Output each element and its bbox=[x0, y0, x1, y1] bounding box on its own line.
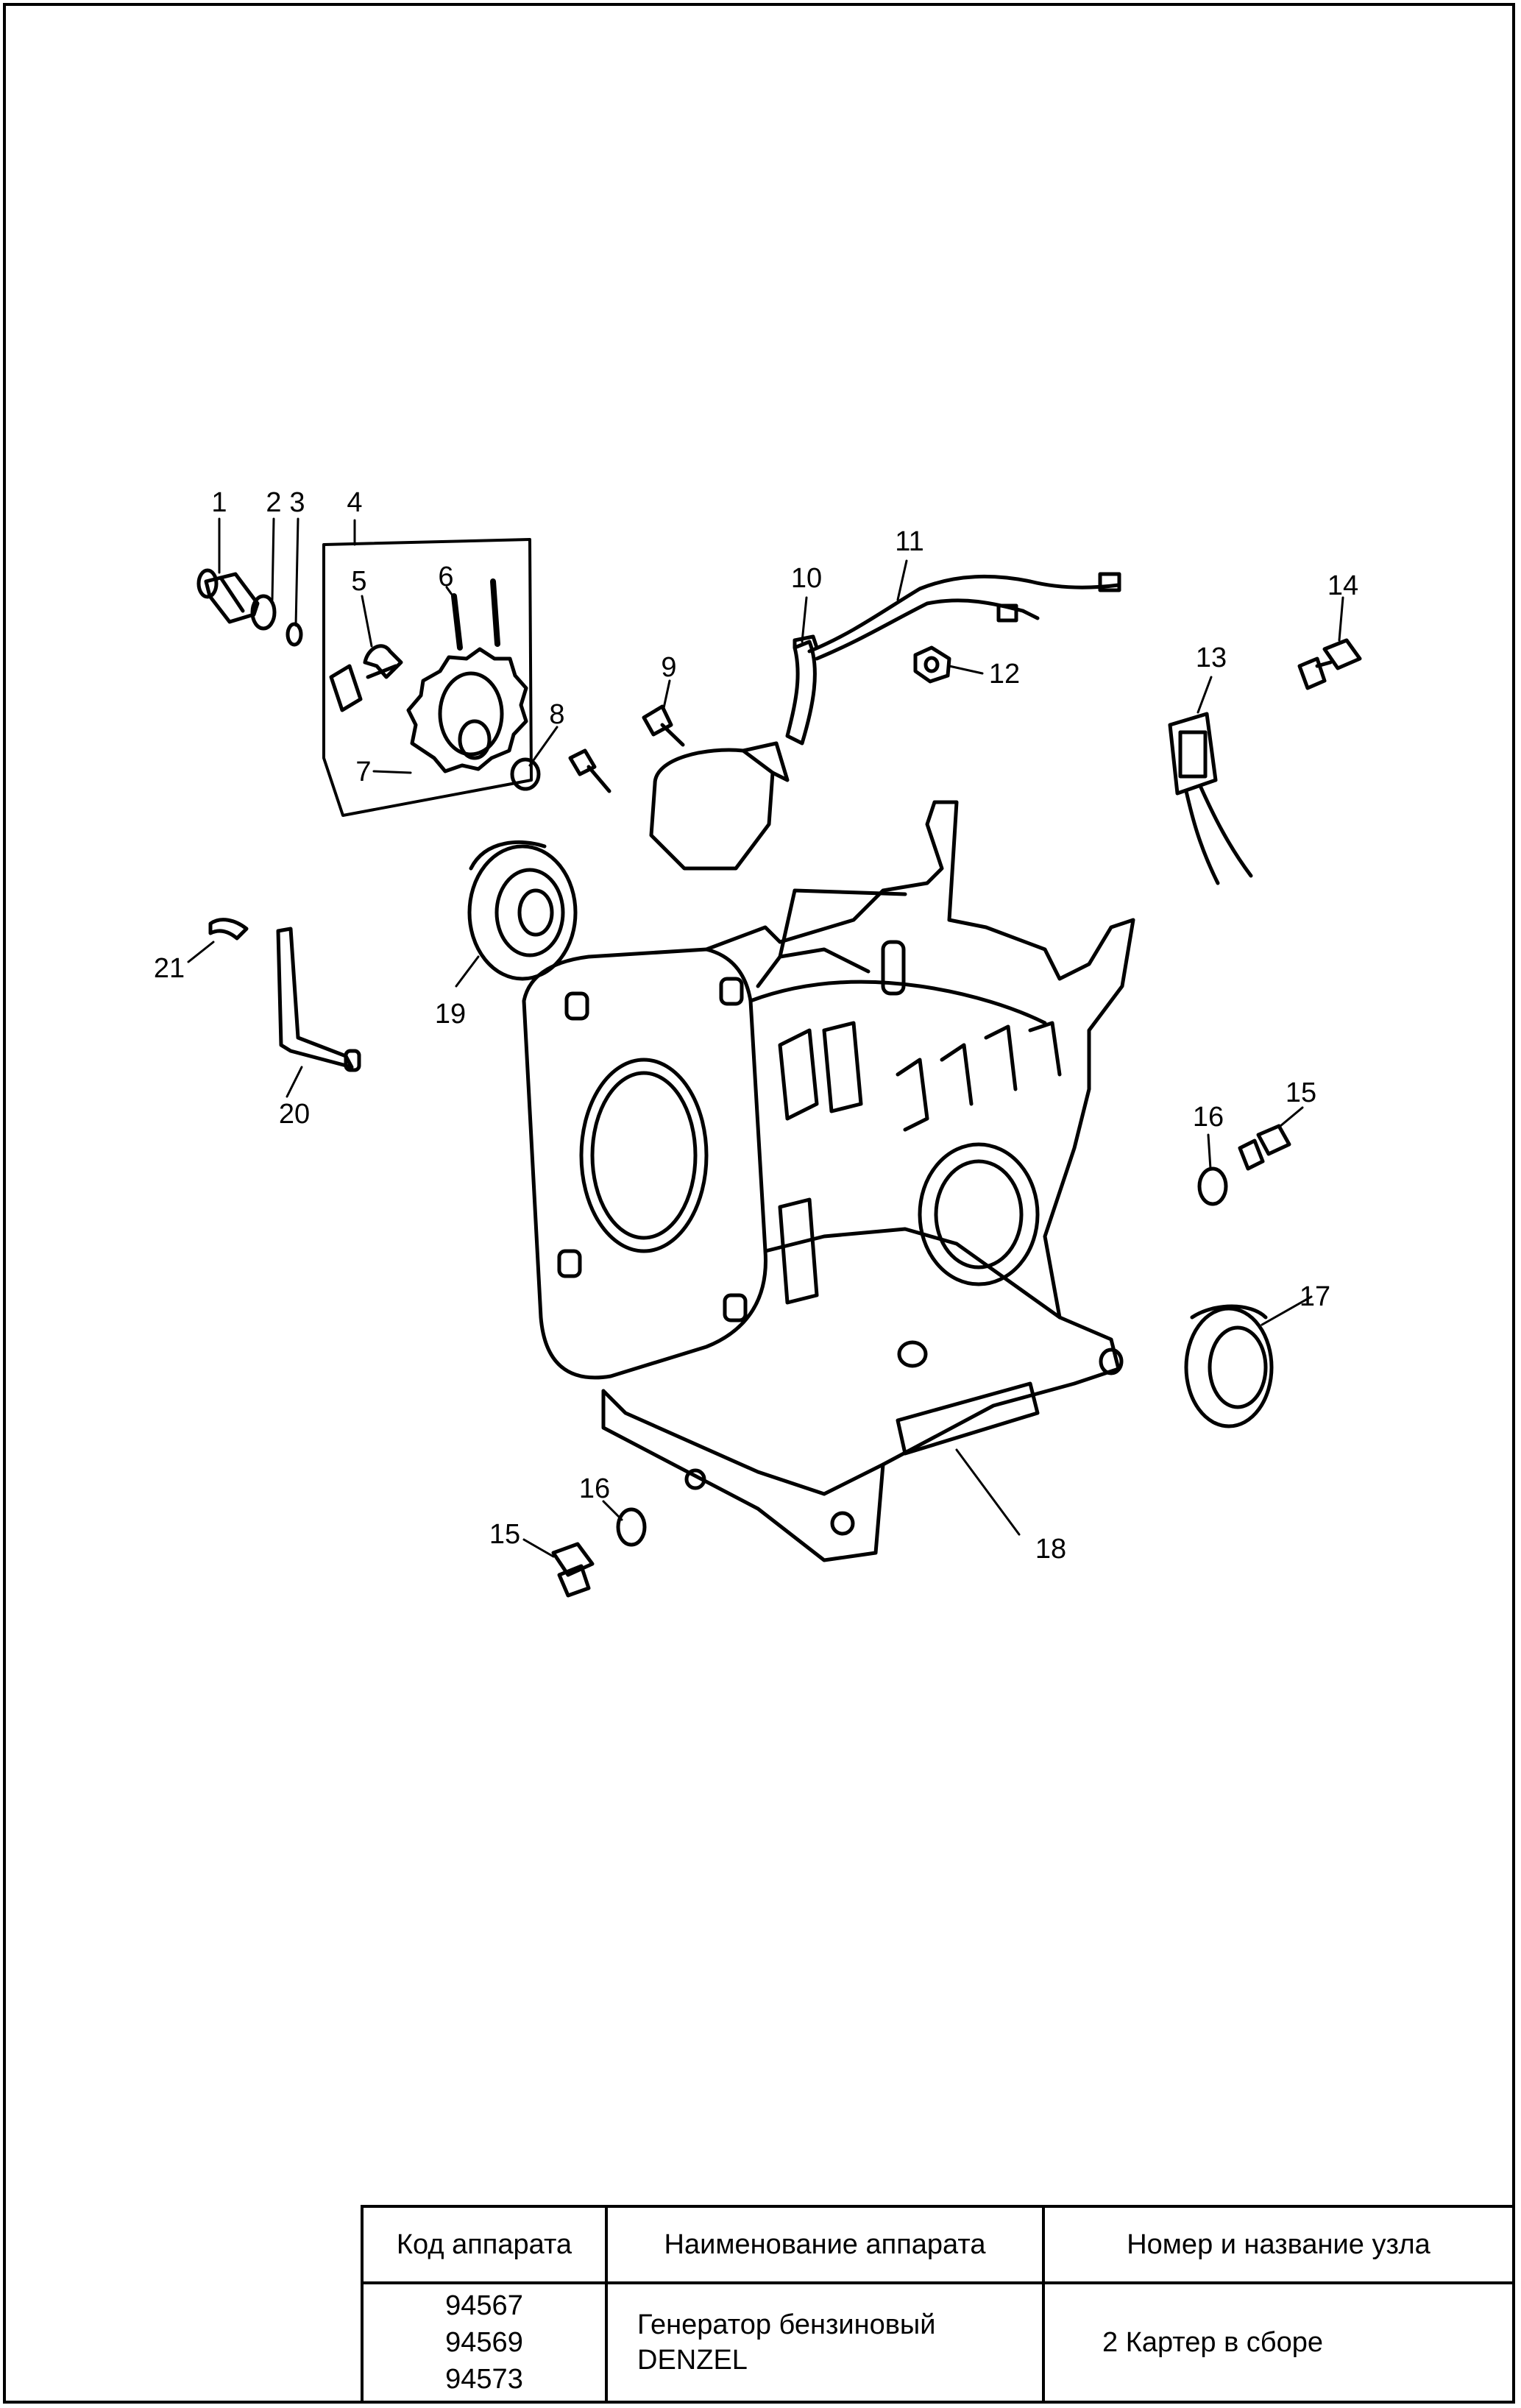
bearing-part bbox=[467, 840, 578, 981]
callout-16-bottom: 16 bbox=[579, 1473, 610, 1504]
callout-10: 10 bbox=[791, 563, 822, 594]
page-frame bbox=[3, 3, 1515, 2404]
clip-part bbox=[208, 918, 249, 941]
o-ring-part bbox=[250, 594, 277, 631]
device-name: Генератор бензиновый DENZEL bbox=[605, 2281, 1045, 2404]
device-name-line: DENZEL bbox=[637, 2345, 748, 2376]
callout-15-right: 15 bbox=[1286, 1077, 1316, 1108]
small-ring-part bbox=[286, 622, 303, 647]
header-unit: Номер и название узла bbox=[1042, 2205, 1515, 2284]
governor-gear-part bbox=[406, 647, 528, 773]
device-name-line: Генератор бензиновый bbox=[637, 2309, 936, 2340]
governor-arm-part bbox=[329, 644, 403, 712]
ignition-module-part bbox=[1168, 712, 1253, 885]
callout-1: 1 bbox=[211, 487, 227, 518]
bolt-part-bottom bbox=[551, 1542, 595, 1598]
header-device-code: Код аппарата bbox=[361, 2205, 608, 2284]
crankcase-body-part bbox=[522, 800, 1135, 1562]
callout-12: 12 bbox=[989, 659, 1020, 690]
callout-8: 8 bbox=[549, 699, 564, 730]
washer-part bbox=[510, 757, 541, 791]
governor-pin-part-2 bbox=[490, 578, 500, 647]
callout-15-bottom: 15 bbox=[489, 1519, 520, 1550]
title-block: Код аппарата Наименование аппарата Номер… bbox=[361, 2205, 1515, 2404]
breather-tube-part bbox=[276, 927, 361, 1072]
callout-17: 17 bbox=[1300, 1281, 1330, 1312]
callout-16-right: 16 bbox=[1193, 1102, 1224, 1133]
device-codes: 94567 94569 94573 bbox=[361, 2281, 608, 2404]
oil-seal-part bbox=[1184, 1304, 1274, 1428]
governor-pin-part bbox=[451, 593, 463, 651]
callout-2: 2 bbox=[266, 487, 281, 518]
callout-21: 21 bbox=[154, 953, 185, 984]
callout-7: 7 bbox=[355, 757, 371, 787]
device-code: 94569 bbox=[445, 2327, 523, 2358]
washer-part-right bbox=[1197, 1166, 1228, 1206]
nut-part bbox=[913, 645, 951, 684]
callout-6: 6 bbox=[438, 562, 453, 592]
oil-level-sensor-part bbox=[649, 572, 1121, 871]
governor-assembly-frame bbox=[322, 538, 533, 817]
oil-filler-plug-part bbox=[196, 568, 260, 624]
callout-20: 20 bbox=[279, 1099, 310, 1130]
callout-13: 13 bbox=[1196, 642, 1227, 673]
bolt-part bbox=[568, 704, 685, 793]
callout-5: 5 bbox=[351, 566, 366, 597]
callout-18: 18 bbox=[1035, 1534, 1066, 1565]
drain-bolt-part bbox=[1297, 638, 1362, 690]
callout-14: 14 bbox=[1327, 570, 1358, 601]
device-code: 94573 bbox=[445, 2364, 523, 2395]
callout-9: 9 bbox=[661, 652, 676, 683]
callout-3: 3 bbox=[289, 487, 305, 518]
washer-part-bottom bbox=[616, 1507, 647, 1547]
unit-name: 2 Картер в сборе bbox=[1042, 2281, 1515, 2404]
device-code: 94567 bbox=[445, 2290, 523, 2321]
callout-11: 11 bbox=[895, 526, 923, 557]
callout-19: 19 bbox=[435, 999, 466, 1030]
callout-4: 4 bbox=[347, 487, 362, 518]
bolt-part-right bbox=[1238, 1124, 1291, 1171]
header-device-name: Наименование аппарата bbox=[605, 2205, 1045, 2284]
